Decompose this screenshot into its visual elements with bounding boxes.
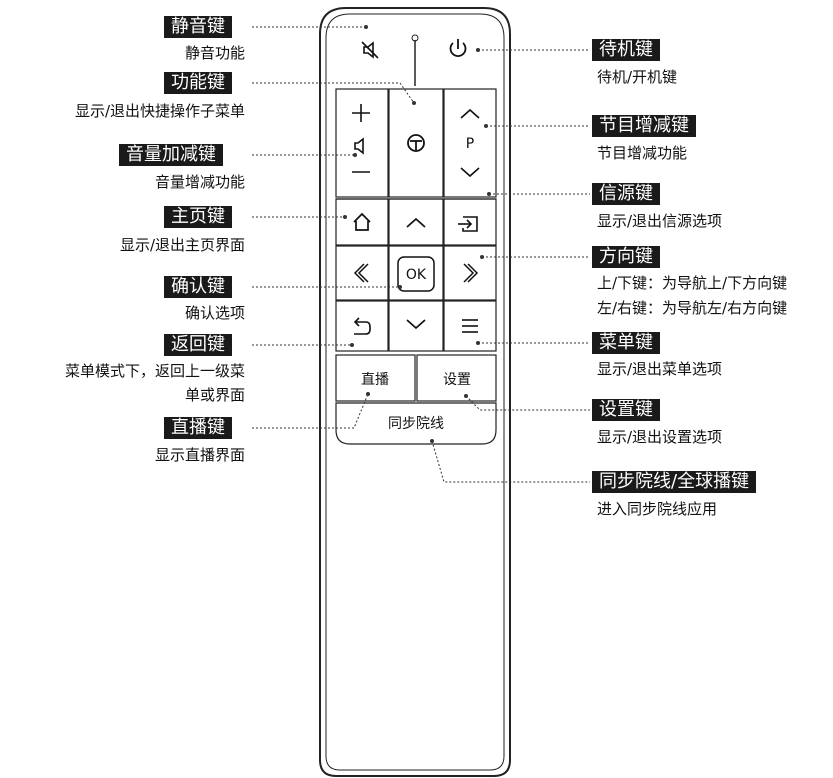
power-key-desc: 待机/开机键 <box>597 68 678 86</box>
right-arrow-icon <box>463 263 479 283</box>
leader-dots <box>343 25 491 443</box>
mute-key-tag: 静音键 <box>164 16 232 38</box>
live-key-label: 直播 <box>361 371 389 388</box>
direction-key-tag: 方向键 <box>592 246 660 268</box>
left-key-box <box>335 245 389 301</box>
source-key-desc: 显示/退出信源选项 <box>597 212 723 230</box>
up-arrow-icon <box>406 217 426 228</box>
menu-key-desc: 显示/退出菜单选项 <box>597 360 723 378</box>
down-key-box <box>388 300 444 352</box>
live-key-box <box>335 354 416 402</box>
up-key-box <box>388 198 444 246</box>
source-key-box <box>443 198 497 246</box>
settings-key-tag: 设置键 <box>592 399 660 421</box>
volume-glyphs <box>352 104 370 173</box>
p-label: P <box>466 136 474 152</box>
direction-key-desc-line1: 上/下键：为导航上/下方向键 <box>597 274 788 292</box>
live-key-desc: 显示直播界面 <box>154 446 245 464</box>
ok-key-box <box>388 245 444 301</box>
power-key-tag: 待机键 <box>592 39 660 61</box>
menu-key-tag: 菜单键 <box>592 332 660 354</box>
settings-key-box <box>416 354 497 402</box>
source-icon <box>458 216 478 232</box>
function-icon <box>407 134 425 152</box>
volume-key-box <box>335 88 389 198</box>
settings-key-desc: 显示/退出设置选项 <box>597 428 723 446</box>
program-key-desc: 节目增减功能 <box>597 144 688 162</box>
sync-key-tag: 同步院线/全球播键 <box>592 471 757 493</box>
sync-key-desc: 进入同步院线应用 <box>597 500 718 518</box>
volume-key-desc: 音量增减功能 <box>154 173 245 191</box>
home-key-box <box>335 198 389 246</box>
function-key-tag: 功能键 <box>164 72 232 94</box>
ok-button-frame <box>397 256 435 292</box>
mic-hole <box>411 34 419 42</box>
right-key-box <box>443 245 497 301</box>
volume-key-tag: 音量加减键 <box>119 144 223 166</box>
ok-key-tag: 确认键 <box>164 276 232 298</box>
mute-key-desc: 静音功能 <box>184 44 245 62</box>
home-key-tag: 主页键 <box>164 206 232 228</box>
home-key-desc: 显示/退出主页界面 <box>119 236 245 254</box>
down-arrow-icon <box>406 319 426 330</box>
sync-key-label: 同步院线 <box>388 416 444 432</box>
program-key-tag: 节目增减键 <box>592 115 696 137</box>
remote-body-inner <box>325 13 505 771</box>
left-arrow-icon <box>353 263 369 283</box>
ok-key-desc: 确认选项 <box>184 304 245 322</box>
back-key-desc-line2: 单或界面 <box>184 386 245 404</box>
remote-body-outline <box>319 7 511 777</box>
back-key-desc-line1: 菜单模式下，返回上一级菜 <box>64 362 245 380</box>
program-key-box <box>443 88 497 198</box>
menu-key-box <box>443 300 497 352</box>
function-key-desc: 显示/退出快捷操作子菜单 <box>74 102 245 120</box>
leader-lines <box>252 26 590 483</box>
power-icon <box>449 39 467 57</box>
source-key-tag: 信源键 <box>592 183 660 205</box>
back-key-tag: 返回键 <box>164 334 232 356</box>
settings-key-label: 设置 <box>443 372 471 388</box>
mute-icon <box>361 41 379 59</box>
ok-label: OK <box>406 267 427 283</box>
live-key-tag: 直播键 <box>164 417 232 439</box>
menu-icon <box>462 319 478 333</box>
direction-key-desc-line2: 左/右键：为导航左/右方向键 <box>597 299 788 317</box>
back-key-box <box>335 300 389 352</box>
home-icon <box>353 212 371 231</box>
sync-key-box <box>335 402 497 445</box>
back-icon <box>353 317 371 335</box>
program-glyphs <box>460 108 480 178</box>
function-key-box <box>388 88 444 198</box>
